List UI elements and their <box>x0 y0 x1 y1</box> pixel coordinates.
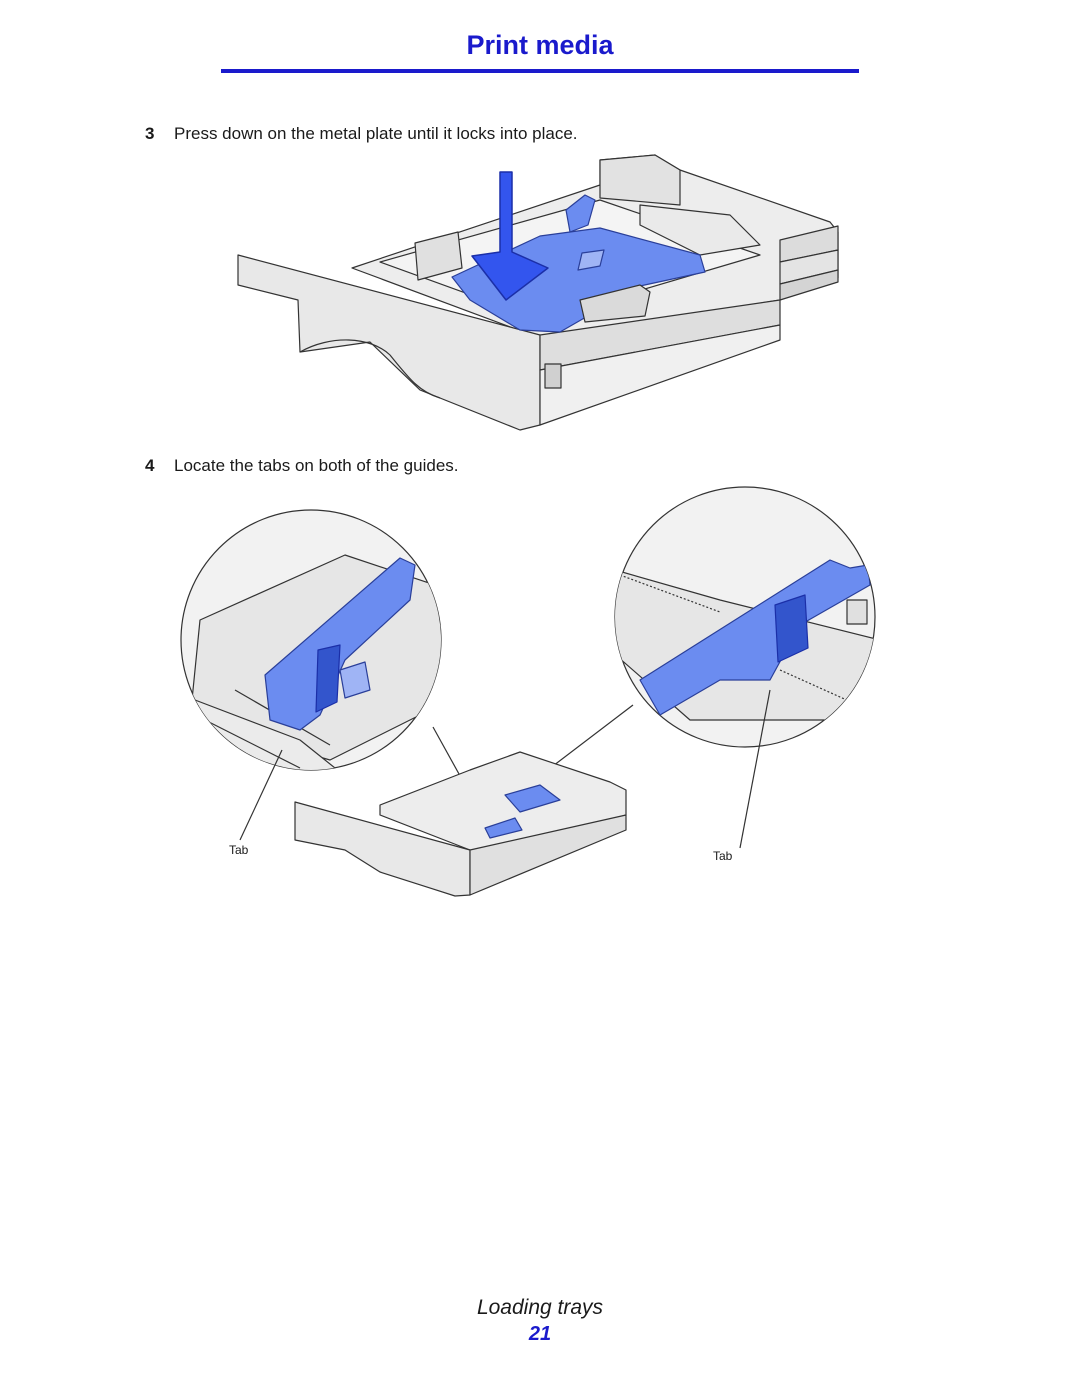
page-title: Print media <box>466 30 614 60</box>
step-4-number: 4 <box>145 456 155 475</box>
page-number: 21 <box>528 1323 552 1345</box>
step-3-text: Press down on the metal plate until it l… <box>174 124 578 143</box>
step-4-text: Locate the tabs on both of the guides. <box>174 456 459 475</box>
footer-section-title: Loading trays <box>476 1296 604 1319</box>
callout-tab-right: Tab <box>713 849 733 863</box>
step-3-number: 3 <box>145 124 155 143</box>
callout-tab-left: Tab <box>229 843 249 857</box>
header-divider <box>221 69 859 73</box>
step-4: 4 Locate the tabs on both of the guides. <box>145 456 459 476</box>
step-3: 3 Press down on the metal plate until it … <box>145 124 578 144</box>
